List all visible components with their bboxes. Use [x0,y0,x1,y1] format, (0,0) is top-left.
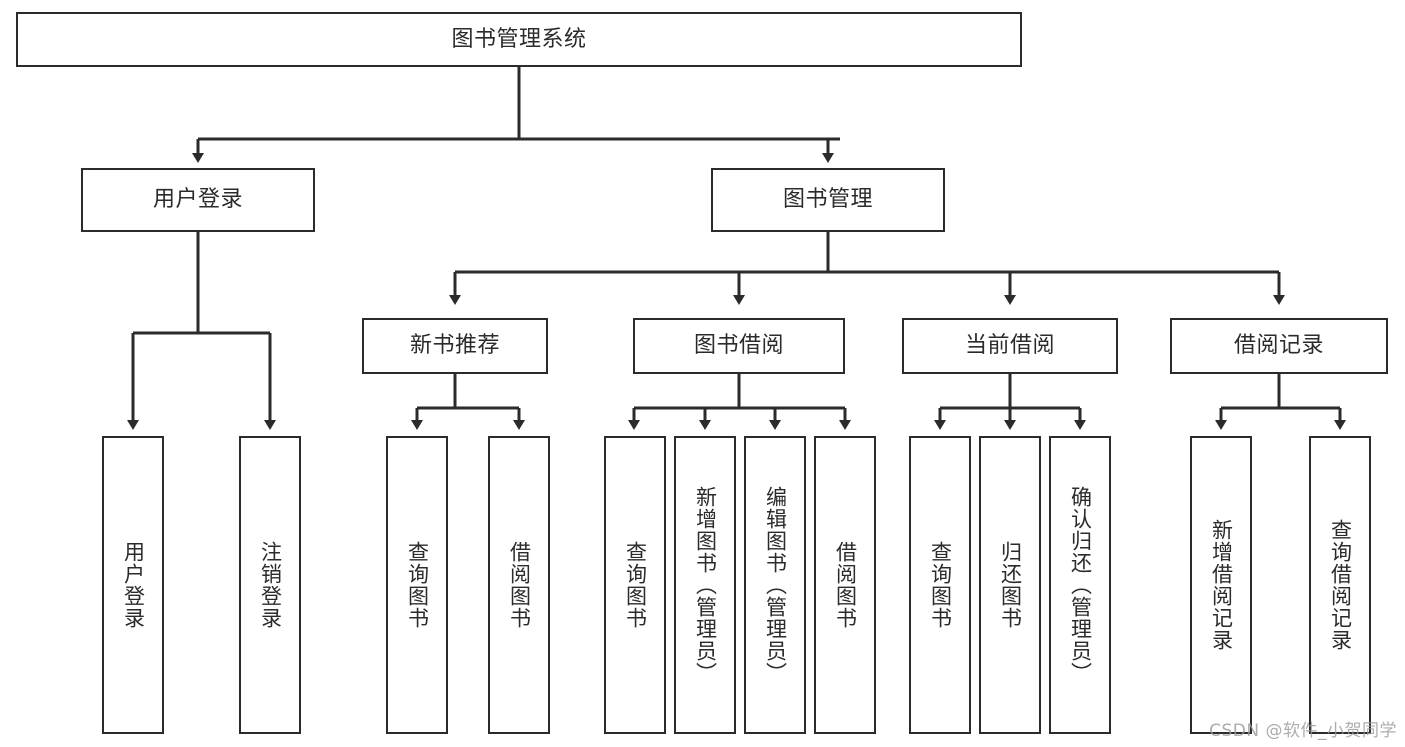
node-label: 新增借阅记录 [1209,519,1234,651]
node-label: 用户登录 [121,541,146,629]
node-borrow-record[interactable]: 借阅记录 [1170,318,1388,374]
leaf-query-book-1[interactable]: 查询图书 [386,436,448,734]
leaf-query-book-3[interactable]: 查询图书 [909,436,971,734]
node-label: 图书借阅 [693,333,784,359]
node-label: 查询借阅记录 [1328,519,1353,651]
csdn-watermark: CSDN @软件_小贺同学 [1209,721,1397,741]
node-label: 查询图书 [405,541,430,629]
node-root-book-management-system[interactable]: 图书管理系统 [16,12,1022,67]
leaf-edit-book[interactable]: 编辑图书（管理员） [744,436,806,734]
leaf-query-record[interactable]: 查询借阅记录 [1309,436,1371,734]
leaf-borrow-book-2[interactable]: 借阅图书 [814,436,876,734]
leaf-query-book-2[interactable]: 查询图书 [604,436,666,734]
node-label: 归还图书 [998,541,1023,629]
node-label: 图书管理 [782,187,873,213]
leaf-return-book[interactable]: 归还图书 [979,436,1041,734]
node-label: 新增图书（管理员） [693,486,718,684]
node-current-borrow[interactable]: 当前借阅 [902,318,1118,374]
node-label: 新书推荐 [409,333,500,359]
node-label: 借阅图书 [507,541,532,629]
leaf-user-logout[interactable]: 注销登录 [239,436,301,734]
node-label: 查询图书 [928,541,953,629]
leaf-add-book[interactable]: 新增图书（管理员） [674,436,736,734]
node-label: 图书管理系统 [451,26,587,52]
leaf-add-record[interactable]: 新增借阅记录 [1190,436,1252,734]
node-label: 借阅记录 [1233,333,1324,359]
node-label: 用户登录 [152,187,243,213]
node-book-borrow[interactable]: 图书借阅 [633,318,845,374]
node-label: 编辑图书（管理员） [763,486,788,684]
node-book-management[interactable]: 图书管理 [711,168,945,232]
node-label: 当前借阅 [964,333,1055,359]
node-label: 借阅图书 [833,541,858,629]
node-label: 注销登录 [258,541,283,629]
leaf-borrow-book-1[interactable]: 借阅图书 [488,436,550,734]
node-user-login[interactable]: 用户登录 [81,168,315,232]
node-label: 确认归还（管理员） [1068,486,1093,684]
leaf-confirm-return[interactable]: 确认归还（管理员） [1049,436,1111,734]
leaf-user-login[interactable]: 用户登录 [102,436,164,734]
node-new-book-recommend[interactable]: 新书推荐 [362,318,548,374]
node-label: 查询图书 [623,541,648,629]
